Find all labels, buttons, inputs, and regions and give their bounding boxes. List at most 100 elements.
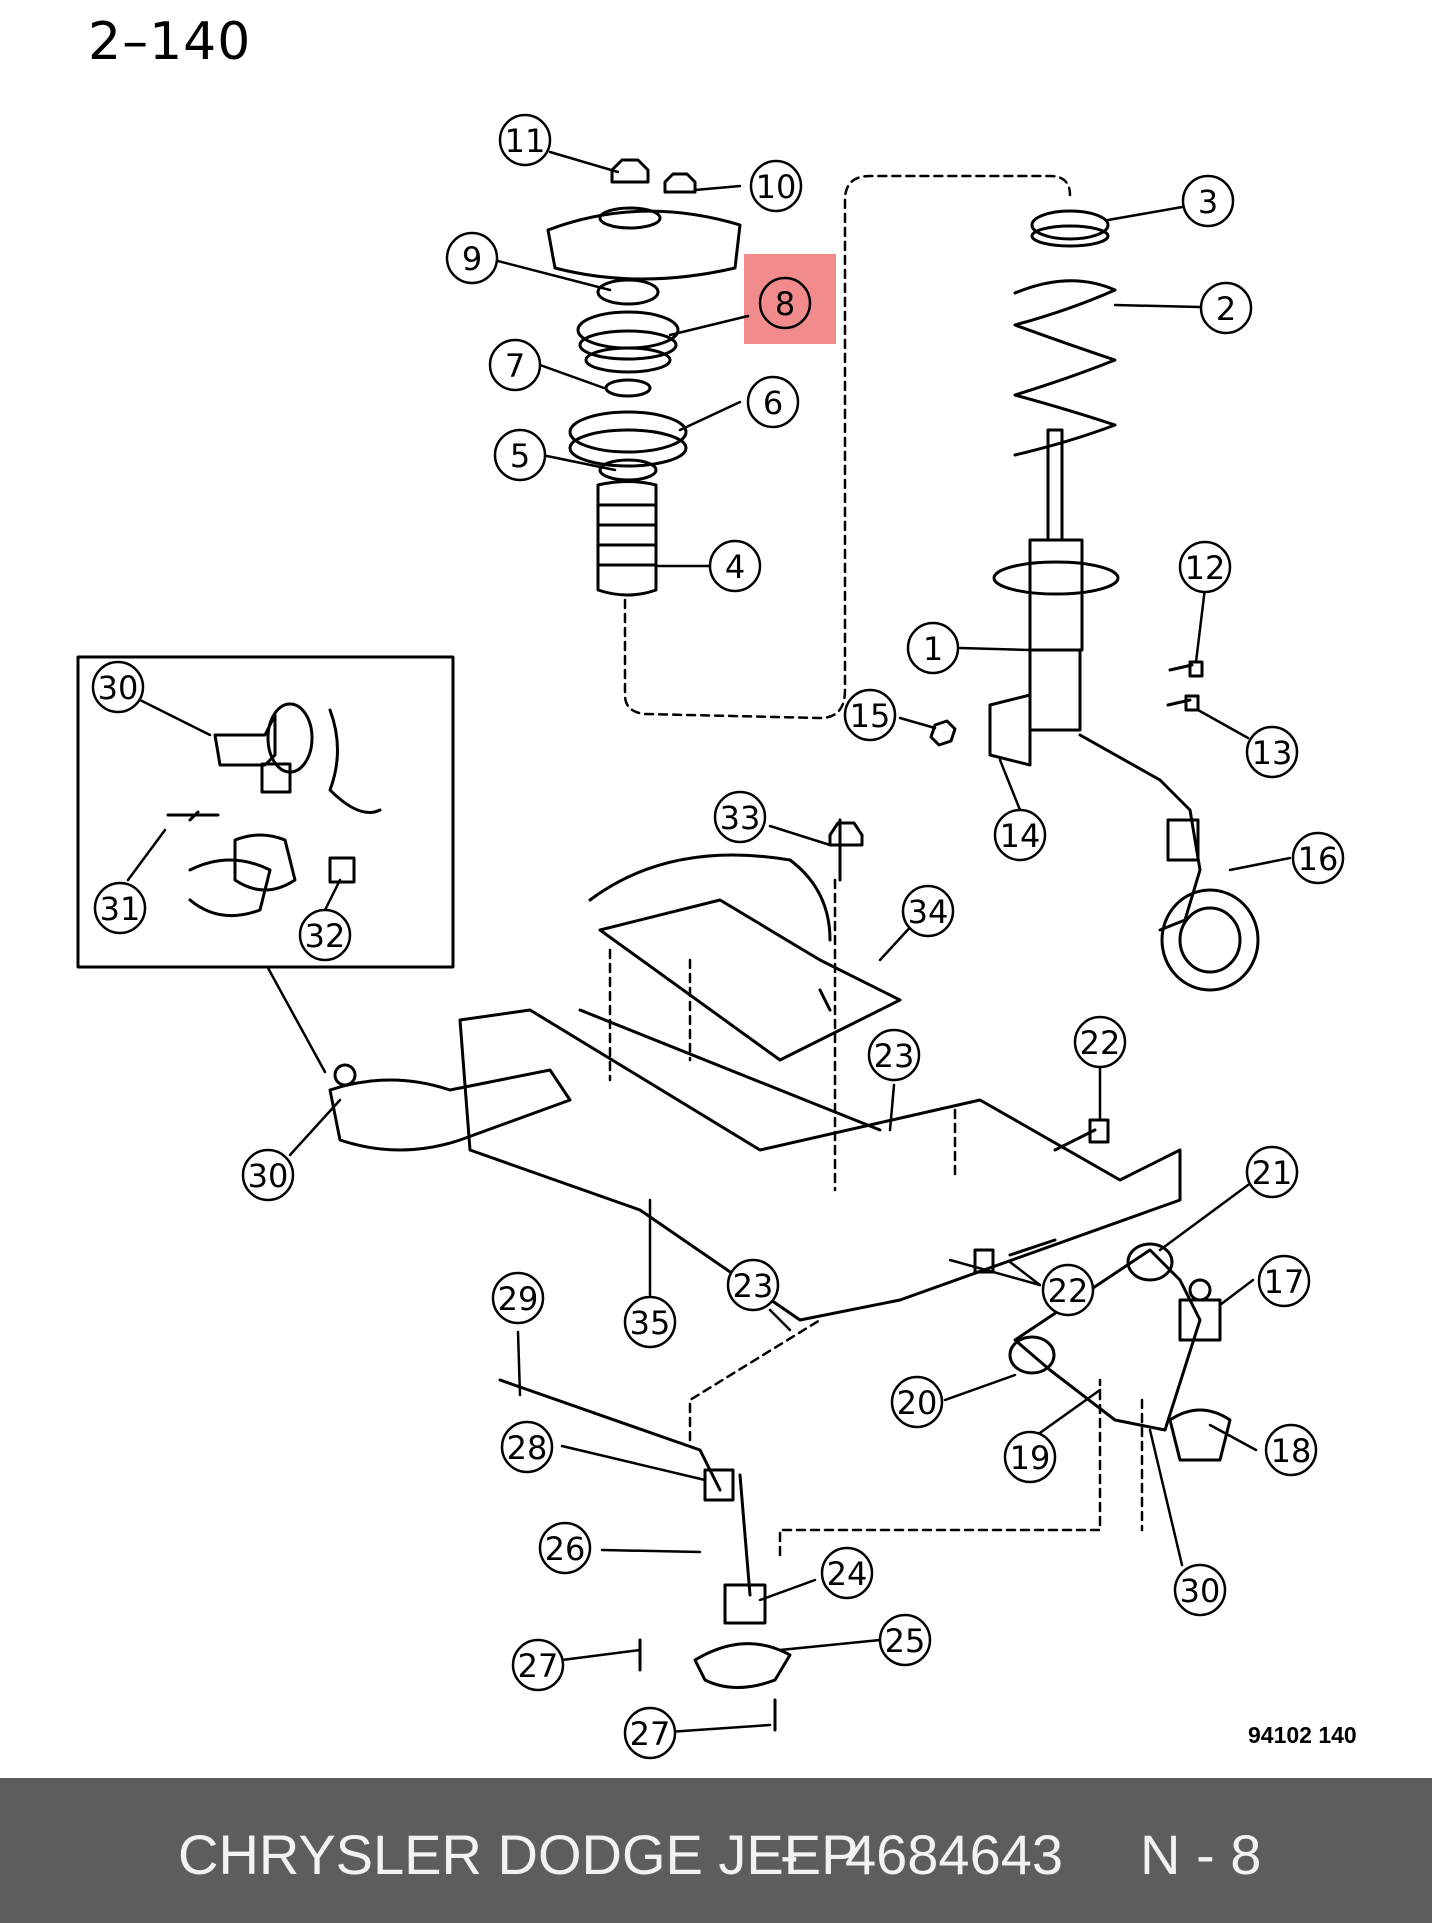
footer-banner (0, 1778, 1432, 1923)
leader-32 (323, 878, 342, 912)
strut-body (1028, 538, 1084, 652)
callout-label: 3 (1198, 183, 1218, 221)
callout-27: 27 (511, 1638, 565, 1692)
callout-7: 7 (488, 338, 542, 392)
callout-label: 16 (1298, 840, 1339, 878)
callout-29: 29 (491, 1271, 545, 1325)
callout-label: 12 (1185, 549, 1226, 587)
callout-30: 30 (241, 1148, 295, 1202)
callout-label: 27 (518, 1647, 559, 1685)
leader-29 (516, 1330, 522, 1397)
callout-label: 27 (630, 1715, 671, 1753)
callout-label: 26 (545, 1530, 586, 1568)
callout-label: 2 (1216, 290, 1236, 328)
callout-1: 1 (906, 621, 960, 675)
leader-17 (1218, 1278, 1255, 1307)
callout-label: 30 (248, 1157, 289, 1195)
callout-11: 11 (498, 113, 552, 167)
callout-16: 16 (1291, 831, 1345, 885)
callout-6: 6 (746, 375, 800, 429)
callout-label: 24 (827, 1555, 868, 1593)
callout-label: 9 (462, 240, 482, 278)
callout-15: 15 (843, 688, 897, 742)
footer-brand: CHRYSLER DODGE JEEP (178, 1823, 859, 1886)
callout-13: 13 (1245, 725, 1299, 779)
callout-24: 24 (820, 1546, 874, 1600)
callout-label: 28 (507, 1429, 548, 1467)
callout-label: 30 (1180, 1572, 1221, 1610)
callout-23: 23 (867, 1028, 921, 1082)
page-code: 2–140 (88, 12, 252, 72)
leader-26 (600, 1548, 702, 1554)
callout-19: 19 (1003, 1430, 1057, 1484)
callout-32: 32 (298, 908, 352, 962)
leader-21 (1158, 1183, 1250, 1252)
inset-box (76, 655, 455, 969)
callout-22: 22 (1041, 1263, 1095, 1317)
leader-12 (1194, 586, 1207, 664)
leader-13 (1196, 708, 1250, 740)
leader-16 (1228, 856, 1292, 872)
callout-5: 5 (493, 428, 547, 482)
leader-24 (758, 1578, 817, 1602)
callout-label: 23 (874, 1037, 915, 1075)
steering-knuckle (1078, 733, 1202, 932)
leader-6 (678, 400, 742, 432)
callout-30: 30 (1173, 1563, 1227, 1617)
callout-label: 11 (505, 122, 546, 160)
leader-3 (1106, 204, 1190, 222)
leader-28 (560, 1444, 707, 1482)
callout-label: 19 (1010, 1439, 1051, 1477)
callout-label: 25 (885, 1622, 926, 1660)
leader-31 (126, 828, 167, 882)
callout-31: 31 (93, 881, 147, 935)
leader-14 (998, 758, 1022, 812)
leader-33 (768, 824, 832, 847)
leader-20 (943, 1373, 1017, 1402)
callout-14: 14 (993, 808, 1047, 862)
callout-label: 20 (897, 1384, 938, 1422)
callout-label: 8 (775, 285, 795, 323)
callout-10: 10 (749, 159, 803, 213)
leader-19 (1028, 1388, 1102, 1442)
callout-label: 22 (1080, 1024, 1121, 1062)
leader-30b (288, 1098, 342, 1157)
callout-label: 18 (1271, 1432, 1312, 1470)
callout-label: 32 (305, 917, 346, 955)
callout-9: 9 (445, 231, 499, 285)
leader-27b (666, 1723, 772, 1734)
callout-label: 13 (1252, 734, 1293, 772)
callout-8: 8 (758, 276, 812, 330)
figure-code: 94102 140 (1248, 1722, 1357, 1748)
leader-30c (1148, 1428, 1184, 1567)
leader-30a (138, 698, 212, 737)
dust-boot (596, 480, 658, 597)
leader-25 (778, 1638, 882, 1652)
callout-26: 26 (538, 1521, 592, 1575)
leader-11 (548, 150, 620, 174)
leader-18 (1208, 1423, 1258, 1452)
leader-1 (958, 646, 1032, 652)
leader-27a (560, 1648, 642, 1662)
callout-20: 20 (890, 1375, 944, 1429)
footer-separator: - (780, 1823, 799, 1886)
leader-22b (948, 1258, 1042, 1287)
left-lower-control-arm (328, 1068, 572, 1152)
callout-label: 31 (100, 890, 141, 928)
callout-label: 35 (630, 1304, 671, 1342)
callout-label: 6 (763, 384, 783, 422)
leader-7 (538, 363, 606, 390)
callout-2: 2 (1199, 281, 1253, 335)
callout-4: 4 (708, 539, 762, 593)
leader-23a (888, 1083, 896, 1132)
callout-label: 1 (923, 630, 943, 668)
callout-22: 22 (1073, 1015, 1127, 1069)
footer-reference: N - 8 (1140, 1823, 1262, 1886)
callout-label: 4 (725, 548, 745, 586)
leader-5 (540, 453, 617, 472)
leader-23b (768, 1308, 792, 1332)
callout-label: 17 (1264, 1263, 1305, 1301)
callout-label: 5 (510, 437, 530, 475)
callout-33: 33 (713, 790, 767, 844)
callout-18: 18 (1264, 1423, 1318, 1477)
